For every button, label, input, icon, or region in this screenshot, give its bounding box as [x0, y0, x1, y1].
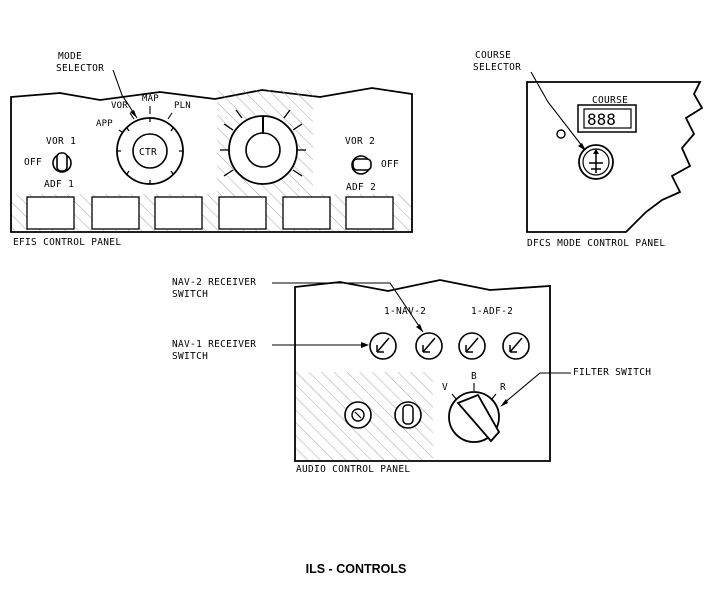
- filter-position-b: B: [471, 371, 477, 382]
- mode-position-pln: PLN: [174, 101, 191, 111]
- mode-selector-arrowhead: [130, 110, 137, 118]
- nav1-arrowhead: [361, 342, 369, 348]
- filter-switch-knob[interactable]: [448, 391, 501, 443]
- course-selector-leader: [530, 71, 587, 152]
- vor2-adf2-toggle-switch[interactable]: [351, 155, 372, 175]
- filter-position-r: R: [500, 382, 506, 393]
- mode-selector-callout-line2: SELECTOR: [56, 63, 104, 74]
- nav2-receiver-switch[interactable]: [415, 332, 443, 360]
- dfcs-indicator-light: [556, 129, 566, 139]
- nav2-callout-line2: SWITCH: [172, 289, 208, 300]
- efis-key-2[interactable]: [91, 196, 140, 230]
- mode-selector-knob[interactable]: CTR: [116, 117, 184, 185]
- nav1-callout-line2: SWITCH: [172, 351, 208, 362]
- vor1-label: VOR 1: [46, 136, 76, 147]
- filter-switch-callout: FILTER SWITCH: [573, 367, 651, 378]
- adf2-label: ADF 2: [346, 182, 376, 193]
- filter-position-v: V: [442, 382, 448, 393]
- nav1-callout-line1: NAV-1 RECEIVER: [172, 339, 256, 350]
- nav2-arrowhead: [416, 324, 423, 332]
- right-off-label: OFF: [381, 159, 399, 170]
- ctr-label: CTR: [139, 147, 157, 158]
- vor1-adf1-toggle-switch[interactable]: [52, 152, 72, 173]
- adf1-label: ADF 1: [44, 179, 74, 190]
- range-selector-knob[interactable]: [220, 109, 306, 185]
- adf-group-label: 1-ADF-2: [471, 306, 513, 317]
- audio-toggle-switch[interactable]: [394, 401, 422, 429]
- course-selector-callout-line1: COURSE: [475, 50, 511, 61]
- figure-title: ILS - CONTROLS: [305, 562, 407, 576]
- course-display-label: COURSE: [592, 95, 628, 106]
- mode-selector-callout-line1: MODE: [58, 51, 82, 62]
- vor2-label: VOR 2: [345, 136, 375, 147]
- nav1-receiver-switch[interactable]: [369, 332, 397, 360]
- efis-key-6[interactable]: [345, 196, 394, 230]
- course-selector-knob[interactable]: [578, 144, 614, 180]
- efis-control-panel: MODE SELECTOR APP VOR MAP PLN: [10, 51, 413, 248]
- left-off-label: OFF: [24, 157, 42, 168]
- mode-selector-leader: [112, 69, 138, 119]
- course-selector-callout-line2: SELECTOR: [473, 62, 521, 73]
- mode-position-map: MAP: [142, 94, 159, 104]
- filter-switch-leader: [502, 372, 571, 405]
- efis-hatch-lower: [12, 194, 411, 231]
- nav2-callout-line1: NAV-2 RECEIVER: [172, 277, 256, 288]
- dfcs-panel-outline: [526, 81, 704, 233]
- nav2-leader: [272, 282, 424, 333]
- mode-position-vor: VOR: [111, 101, 128, 111]
- efis-key-3[interactable]: [154, 196, 203, 230]
- efis-panel-caption: EFIS CONTROL PANEL: [13, 237, 121, 248]
- efis-key-4[interactable]: [218, 196, 267, 230]
- dfcs-panel-caption: DFCS MODE CONTROL PANEL: [527, 238, 665, 249]
- dfcs-mode-control-panel: COURSE SELECTOR COURSE 888 DFCS MODE CON…: [473, 50, 704, 249]
- adf2-receiver-switch[interactable]: [502, 332, 530, 360]
- audio-volume-knob[interactable]: [344, 401, 372, 429]
- efis-key-5[interactable]: [282, 196, 331, 230]
- nav-group-label: 1-NAV-2: [384, 306, 426, 317]
- audio-control-panel: NAV-2 RECEIVER SWITCH NAV-1 RECEIVER SWI…: [172, 277, 651, 475]
- audio-panel-caption: AUDIO CONTROL PANEL: [296, 464, 410, 475]
- course-display-window: [583, 108, 632, 129]
- course-display-digits: 888: [587, 110, 616, 129]
- efis-key-1[interactable]: [26, 196, 75, 230]
- filter-switch-arrowhead: [500, 399, 508, 407]
- adf1-receiver-switch[interactable]: [458, 332, 486, 360]
- mode-position-app: APP: [96, 119, 113, 129]
